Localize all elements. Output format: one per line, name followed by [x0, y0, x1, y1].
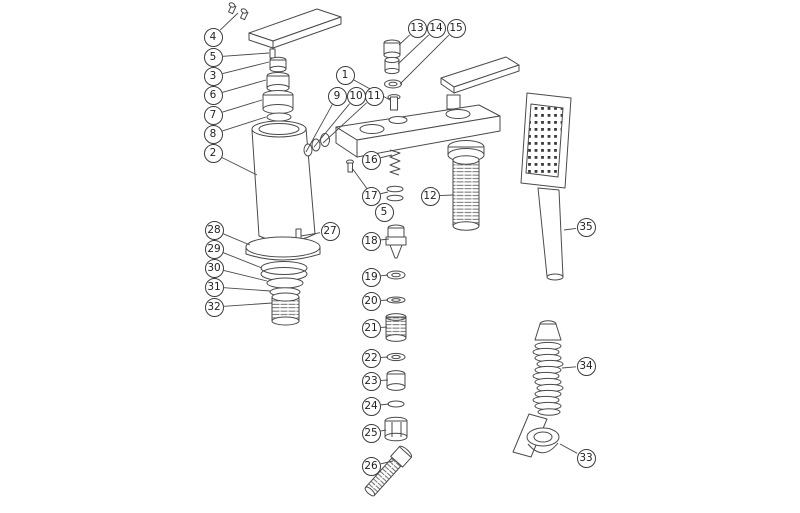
callout-15: 15	[446, 18, 466, 38]
callout-17: 17	[361, 186, 381, 206]
callout-1: 1	[335, 65, 355, 85]
callout-32: 32	[204, 297, 224, 317]
callout-5b: 5	[374, 202, 394, 222]
callout-22: 22	[361, 348, 381, 368]
callout-31: 31	[204, 277, 224, 297]
diverter-parts-drawing	[364, 39, 413, 497]
basin-tap-drawing	[227, 2, 342, 326]
callout-3: 3	[203, 66, 223, 86]
callout-30: 30	[204, 258, 224, 278]
callout-4: 4	[203, 27, 223, 47]
callout-19: 19	[361, 267, 381, 287]
callout-24: 24	[361, 396, 381, 416]
callout-16: 16	[361, 150, 381, 170]
callout-35: 35	[576, 217, 596, 237]
callout-23: 23	[361, 371, 381, 391]
callout-27: 27	[320, 221, 340, 241]
callout-14: 14	[426, 18, 446, 38]
callout-12: 12	[420, 186, 440, 206]
callout-7: 7	[203, 105, 223, 125]
callout-20: 20	[361, 291, 381, 311]
callout-33: 33	[576, 448, 596, 468]
bath-filler-drawing	[335, 56, 520, 231]
callout-26: 26	[361, 456, 381, 476]
callout-13: 13	[407, 18, 427, 38]
bracket-drawing	[512, 413, 560, 458]
callout-34: 34	[576, 356, 596, 376]
callout-29: 29	[204, 239, 224, 259]
callout-11: 11	[364, 86, 384, 106]
handset-drawing	[520, 92, 572, 281]
callout-6: 6	[203, 85, 223, 105]
callout-21: 21	[361, 318, 381, 338]
callout-28: 28	[204, 220, 224, 240]
callout-2: 2	[203, 143, 223, 163]
callout-9: 9	[327, 86, 347, 106]
callout-25: 25	[361, 423, 381, 443]
callout-10: 10	[346, 86, 366, 106]
hose-drawing	[532, 320, 564, 416]
callout-5: 5	[203, 47, 223, 67]
callout-8: 8	[203, 124, 223, 144]
callout-18: 18	[361, 231, 381, 251]
